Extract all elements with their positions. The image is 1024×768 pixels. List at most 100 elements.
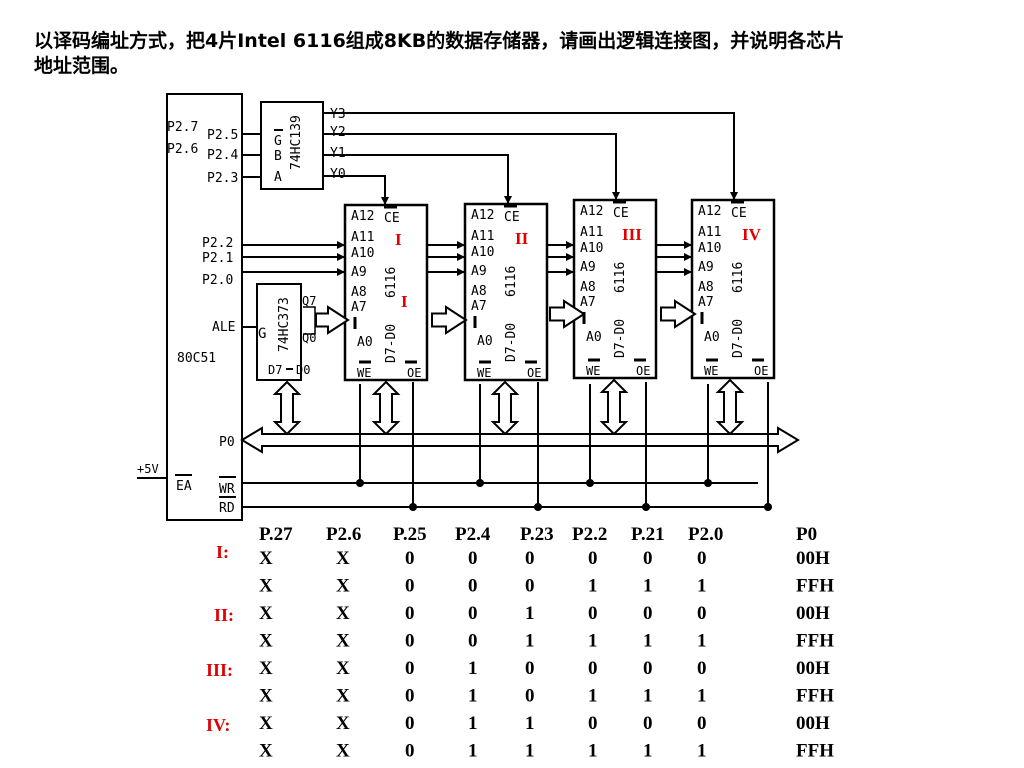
decoder-name: 74HC139 [289,115,304,170]
mcu-pin-p21: P2.1 [202,251,233,266]
chip-pin-ce: CE [504,210,520,225]
table-cell: X [336,603,350,624]
table-cell: FFH [796,576,834,597]
data-bus-arrow [490,380,520,436]
chip-pin-a10: A10 [471,245,494,260]
latch-74hc373 [256,283,302,381]
chip-pin-a7: A7 [580,295,596,310]
table-header: P2.0 [688,524,723,545]
table-cell: 0 [643,658,653,679]
chip-numeral: IV [742,225,762,244]
chip-pin-we: WE [704,364,718,378]
address-bus-arrow [315,305,350,335]
table-cell: 0 [468,548,478,569]
table-cell: 1 [697,631,707,652]
table-cell: 1 [643,741,653,762]
mcu-80c51 [166,93,243,521]
table-cell: X [259,713,273,734]
vcc-label: +5V [137,462,159,476]
p0-bus-arrow [240,426,800,454]
decoder-output-y2: Y2 [330,125,346,140]
chip-pin-a10: A10 [698,241,721,256]
table-cell: X [336,686,350,707]
table-header: P0 [796,524,817,545]
chip-pin-a12: A12 [580,204,603,219]
table-cell: 1 [588,741,598,762]
chip-pin-oe: OE [527,366,541,380]
mcu-pin-p27: P2.7 [167,120,198,135]
table-cell: 1 [468,741,478,762]
chip-pin-a9: A9 [351,265,367,280]
table-cell: 1 [588,686,598,707]
table-cell: 1 [643,631,653,652]
table-cell: 00H [796,603,830,624]
table-cell: 0 [525,548,535,569]
rd-junction [764,503,772,511]
table-cell: 0 [405,713,415,734]
decoder-input-wires [242,133,261,178]
chip-pin-ce: CE [384,211,400,226]
table-cell: X [336,658,350,679]
chip-pin-a11: A11 [351,230,374,245]
chip-numeral: II [515,229,529,248]
table-cell: 1 [643,576,653,597]
decoder-output-y3: Y3 [330,107,346,122]
latch-q-bracket [303,306,316,335]
question-line-2: 地址范围。 [34,54,129,77]
table-cell: 1 [588,576,598,597]
chip-data-pins: D7-D0 [613,319,628,358]
table-cell: 0 [643,603,653,624]
chip-data-pins: D7-D0 [504,323,519,362]
rd-junction [409,503,417,511]
mcu-pin-p26: P2.6 [167,142,198,157]
table-cell: 0 [405,631,415,652]
table-cell: FFH [796,741,834,762]
table-cell: X [259,548,273,569]
data-bus-arrow [599,378,629,436]
mcu-pin-p23: P2.3 [207,171,238,186]
table-cell: 0 [588,658,598,679]
table-cell: 0 [697,603,707,624]
mcu-pin-wr: WR [219,482,235,497]
latch-pin-d7: D7 [268,363,282,377]
mcu-pin-p22: P2.2 [202,236,233,251]
rd-junction [642,503,650,511]
mcu-pin-p20: P2.0 [202,273,233,288]
chip-pin-a8: A8 [471,284,487,299]
table-header: P.27 [259,524,293,545]
table-cell: X [259,603,273,624]
mcu-pin-p24: P2.4 [207,148,238,163]
table-cell: FFH [796,631,834,652]
mcu-pin-ea: EA [176,479,192,494]
table-cell: 0 [525,576,535,597]
table-cell: 0 [588,713,598,734]
chip-pin-a8: A8 [351,285,367,300]
chip-pin-a8: A8 [698,280,714,295]
address-bus-arrow [660,299,697,329]
table-cell: 00H [796,713,830,734]
wr-junction [704,479,712,487]
table-cell: 0 [405,576,415,597]
chip-pin-a0: A0 [357,335,373,350]
table-cell: 1 [697,576,707,597]
data-bus-arrow [715,378,745,436]
chip-pin-a12: A12 [351,209,374,224]
mcu-pin-rd: RD [219,501,235,516]
latch-pin-g: G [258,326,266,342]
chip-pin-a12: A12 [471,208,494,223]
chip-pin-a10: A10 [580,241,603,256]
table-cell: 1 [468,686,478,707]
table-cell: 1 [525,603,535,624]
table-cell: 0 [405,658,415,679]
chip-pin-a0: A0 [586,330,602,345]
chip-pin-a0: A0 [704,330,720,345]
decoder-input-a: A [274,170,282,185]
data-bus-arrow [371,380,401,436]
chip-pin-a11: A11 [580,225,603,240]
chip-pin-a9: A9 [698,260,714,275]
data-bus-arrow [272,380,302,436]
table-cell: X [259,576,273,597]
table-cell: 0 [697,548,707,569]
